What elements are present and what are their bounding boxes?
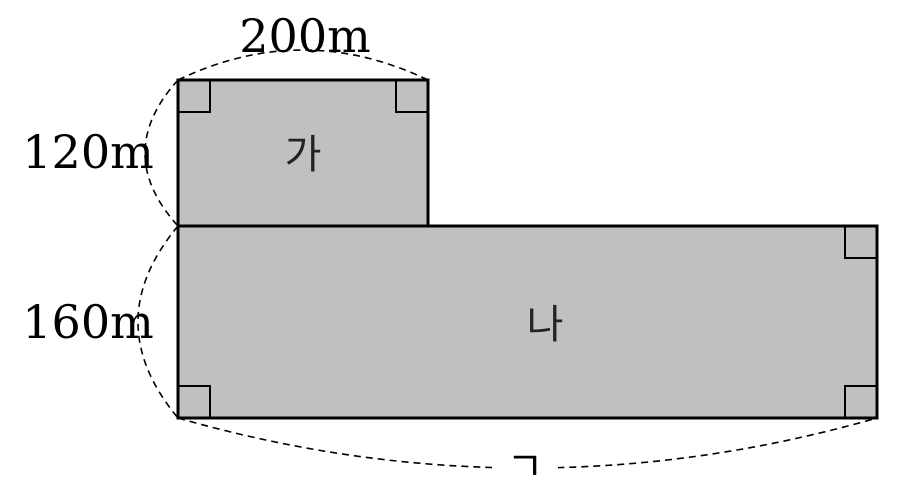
unknown-length-label: ㄱ xyxy=(507,444,544,485)
top-width-label: 200m xyxy=(239,9,370,63)
region-ga-rectangle xyxy=(176,78,430,228)
right-angle-marker-na-bottom-right xyxy=(844,385,877,418)
region-na-label: 나 xyxy=(527,302,564,348)
region-na-rectangle xyxy=(176,224,879,420)
right-angle-marker-ga-top-left xyxy=(178,80,211,113)
region-ga-label: 가 xyxy=(285,132,322,178)
upper-height-label: 120m xyxy=(22,125,153,179)
lower-height-label: 160m xyxy=(22,295,153,349)
unknown-length-label-mask xyxy=(492,448,558,485)
right-angle-marker-ga-top-right xyxy=(395,80,428,113)
right-angle-marker-na-top-right xyxy=(844,226,877,259)
right-angle-marker-na-bottom-left xyxy=(178,385,211,418)
lower-height-dimension-arc xyxy=(137,225,179,419)
